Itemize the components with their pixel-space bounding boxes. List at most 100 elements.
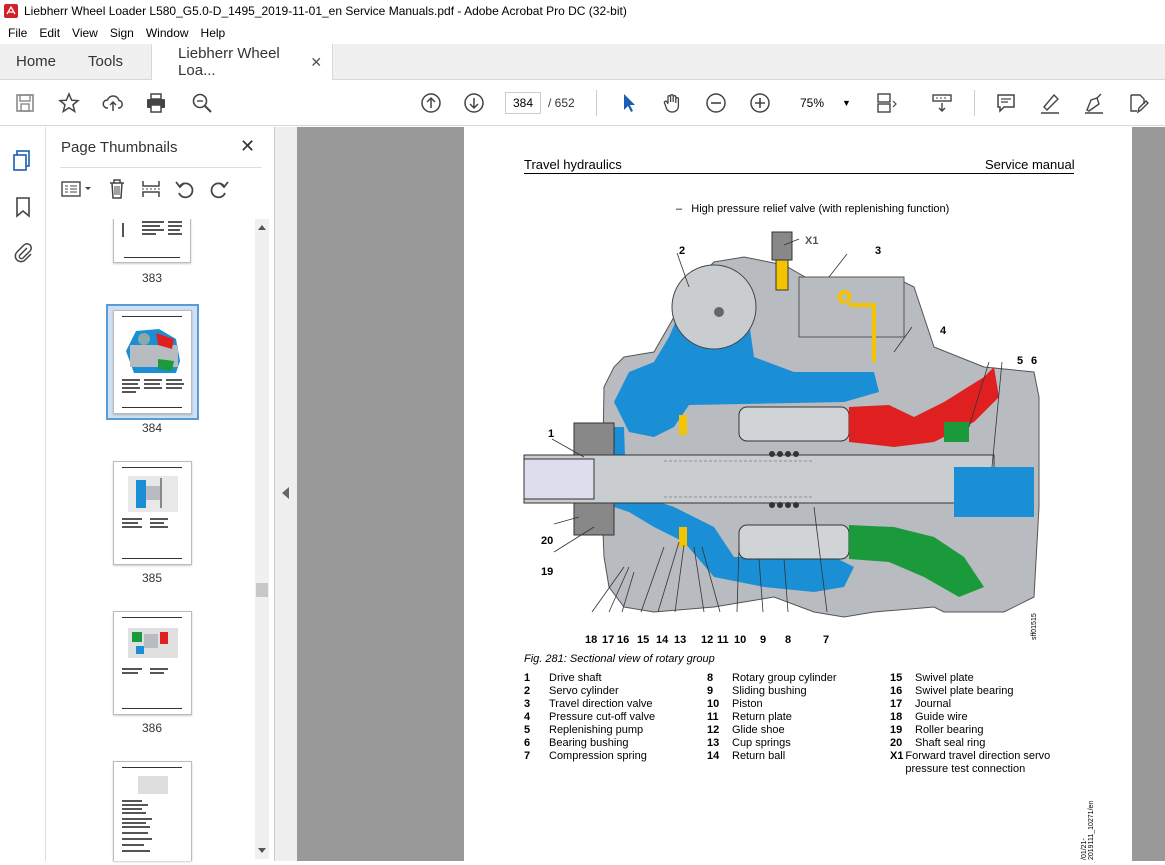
bookmarks-icon[interactable] xyxy=(12,196,34,218)
thumbnail-page-387[interactable] xyxy=(113,761,192,861)
scroll-down-icon[interactable] xyxy=(258,848,266,853)
menu-help[interactable]: Help xyxy=(200,26,226,40)
next-page-icon[interactable] xyxy=(462,91,486,115)
thumbnail-page-385[interactable] xyxy=(113,461,192,565)
menu-sign[interactable]: Sign xyxy=(109,26,134,40)
thumbnail-tools xyxy=(60,177,230,201)
legend-number: X1 xyxy=(890,750,904,762)
pdf-page: Travel hydraulics Service manual – High … xyxy=(464,127,1132,861)
menu-file[interactable]: File xyxy=(8,26,28,40)
thumbnail-page-386[interactable] xyxy=(113,611,192,715)
legend-text: Compression spring xyxy=(549,750,647,762)
legend-text: Drive shaft xyxy=(549,672,602,684)
select-cursor-icon[interactable] xyxy=(617,91,641,115)
page-current: 384 xyxy=(512,96,534,110)
extract-pages-icon[interactable] xyxy=(140,178,162,200)
thumbnail-page-383[interactable] xyxy=(113,219,191,263)
sign-pen-icon[interactable] xyxy=(1082,91,1106,115)
legend-text: Cup springs xyxy=(732,737,791,749)
page-number-input[interactable]: 384 xyxy=(505,92,541,114)
tab-tools[interactable]: Tools xyxy=(72,44,139,79)
thumbnails-scrollbar[interactable] xyxy=(255,219,269,859)
attachments-icon[interactable] xyxy=(12,242,34,264)
menu-window[interactable]: Window xyxy=(145,26,189,40)
scrollbar-thumb[interactable] xyxy=(256,583,268,597)
collapse-panel-handle[interactable] xyxy=(275,127,297,861)
legend-number: 17 xyxy=(890,698,903,710)
thumbnail-preview xyxy=(122,316,184,408)
tab-home-label: Home xyxy=(16,53,57,70)
bookmark-star-icon[interactable] xyxy=(57,91,81,115)
close-tab-icon[interactable]: ✕ xyxy=(310,53,323,70)
page-fit-icon[interactable] xyxy=(874,91,898,115)
print-icon[interactable] xyxy=(144,91,168,115)
zoom-select[interactable]: 75%▼ xyxy=(792,92,852,114)
legend-text: Glide shoe xyxy=(732,724,785,736)
close-panel-icon[interactable]: ✕ xyxy=(240,136,256,156)
chevron-down-icon: ▼ xyxy=(842,98,851,108)
main-toolbar: 384 / 652 75%▼ xyxy=(0,80,1165,126)
options-menu-icon[interactable] xyxy=(60,179,94,199)
legend-number: 2 xyxy=(524,685,531,697)
page-header-right: Service manual xyxy=(985,157,1075,172)
callout-10: 10 xyxy=(734,634,747,646)
delete-icon[interactable] xyxy=(106,178,128,200)
acrobat-icon xyxy=(4,4,18,18)
rotate-clockwise-icon[interactable] xyxy=(208,178,230,200)
thumbnail-preview xyxy=(122,221,182,258)
scroll-mode-icon[interactable] xyxy=(930,91,954,115)
tab-bar: Home Tools Liebherr Wheel Loa... ✕ xyxy=(0,44,1165,80)
legend-number: 6 xyxy=(524,737,531,749)
callout-6: 6 xyxy=(1031,355,1038,367)
zoom-search-icon[interactable] xyxy=(190,91,214,115)
legend-number: 9 xyxy=(707,685,714,697)
comment-icon[interactable] xyxy=(994,91,1018,115)
legend-number: 13 xyxy=(707,737,720,749)
page-thumbnails-icon[interactable] xyxy=(12,149,34,171)
upload-cloud-icon[interactable] xyxy=(101,91,125,115)
callout-7: 7 xyxy=(823,634,830,646)
callout-11: 11 xyxy=(717,634,729,646)
scroll-up-icon[interactable] xyxy=(258,225,266,230)
thumbnail-preview xyxy=(122,467,182,559)
thumbnail-label: 386 xyxy=(141,721,163,735)
legend-text: Roller bearing xyxy=(915,724,984,736)
legend-text: Swivel plate xyxy=(915,672,974,684)
menu-edit[interactable]: Edit xyxy=(39,26,61,40)
hand-tool-icon[interactable] xyxy=(660,91,684,115)
rotate-counterclockwise-icon[interactable] xyxy=(174,178,196,200)
page-header-left: Travel hydraulics xyxy=(524,157,622,172)
tab-home[interactable]: Home xyxy=(0,44,72,79)
tab-document[interactable]: Liebherr Wheel Loa... ✕ xyxy=(151,44,334,80)
legend-number: 8 xyxy=(707,672,714,684)
toolbar-divider xyxy=(974,90,975,116)
legend-number: 10 xyxy=(707,698,720,710)
header-rule xyxy=(524,173,1074,174)
zoom-out-icon[interactable] xyxy=(704,91,728,115)
zoom-in-icon[interactable] xyxy=(748,91,772,115)
legend-number: 11 xyxy=(707,711,719,723)
callout-17: 17 xyxy=(602,634,615,646)
legend-number: 12 xyxy=(707,724,720,736)
document-viewer[interactable]: Travel hydraulics Service manual – High … xyxy=(297,127,1165,861)
thumbnail-page-384[interactable] xyxy=(113,310,192,414)
save-icon[interactable] xyxy=(13,91,37,115)
legend-number: 16 xyxy=(890,685,903,697)
previous-page-icon[interactable] xyxy=(419,91,443,115)
edit-pdf-icon[interactable] xyxy=(1126,91,1150,115)
callout-1: 1 xyxy=(548,428,555,440)
legend-text: Swivel plate bearing xyxy=(915,685,1014,697)
legend-number: 19 xyxy=(890,724,903,736)
highlight-pen-icon[interactable] xyxy=(1038,91,1062,115)
menu-view[interactable]: View xyxy=(72,26,98,40)
